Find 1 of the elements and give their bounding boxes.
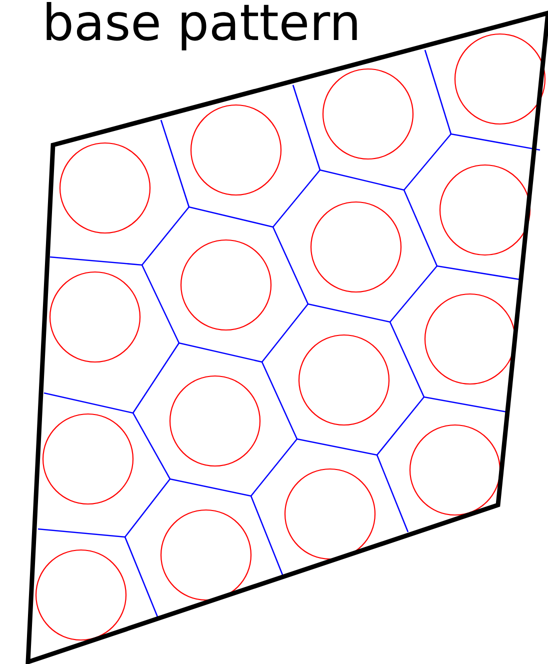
title: base pattern [46, 2, 357, 50]
